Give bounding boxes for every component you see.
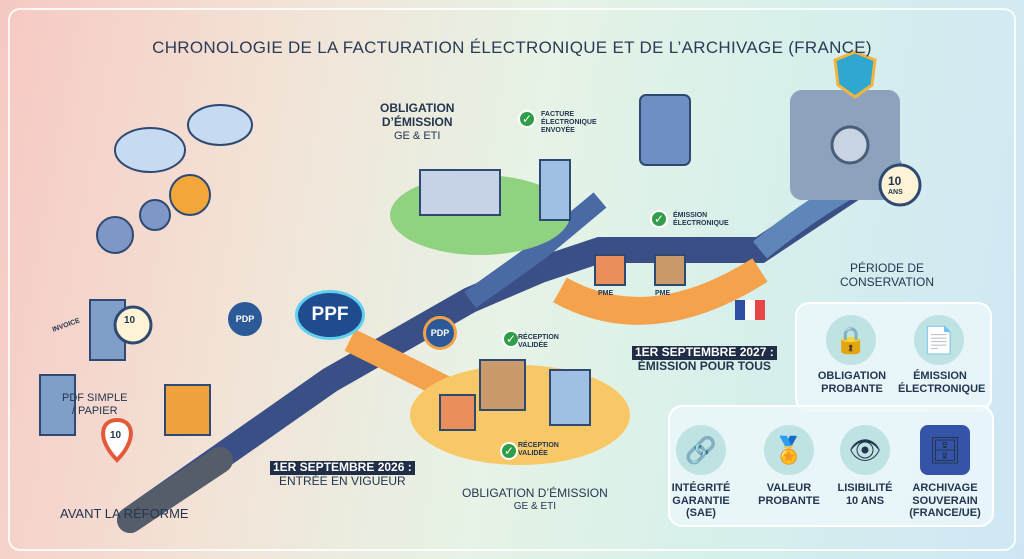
obligation-bottom-label: Obligation d’émissionGE & ETI [462, 486, 608, 512]
location-pin-icon [101, 417, 133, 463]
chain-lock-icon: 🔗 [676, 425, 726, 475]
document-check-icon: 📄 [914, 315, 964, 365]
eye-calendar-icon: 👁 [840, 425, 890, 475]
stopwatch-10-right: 10 [888, 174, 902, 188]
avant-reforme-label: Avant la réforme [60, 506, 189, 521]
pin-10: 10 [110, 430, 122, 441]
building-icon [479, 359, 526, 411]
gear-icon [139, 199, 171, 231]
date-2026-label: 1er septembre 2026 :Entrée en vigueur [270, 460, 415, 489]
pdf-papier-label: PDF simple/ papier [62, 392, 128, 417]
pme-label: PME [598, 290, 614, 297]
conservation-title: Période deconservation [840, 261, 935, 289]
building-icon [549, 369, 591, 426]
ppf-hub[interactable]: PPF [295, 290, 365, 340]
check-icon: ✓ [518, 110, 536, 128]
road-start [117, 447, 233, 533]
france-safe-icon: 🗄 [920, 425, 970, 475]
stopwatch-10: 10 [124, 315, 136, 326]
binders-icon [164, 384, 211, 436]
conservation-item: Intégritégarantie(SAE) [671, 482, 731, 520]
emission-electronique-label: Émissionélectronique [673, 212, 729, 228]
conservation-item: Obligationprobante [817, 370, 887, 395]
check-icon: ✓ [500, 442, 518, 460]
pdp-badge: PDP [423, 316, 457, 350]
building-icon [539, 159, 571, 221]
reception-validee-label: Réceptionvalidée [518, 334, 559, 350]
conservation-panel-top [795, 302, 992, 412]
award-ribbon-icon: 🏅 [764, 425, 814, 475]
conservation-item: Archivagesouverain(France/UE) [909, 482, 981, 520]
factory-icon [419, 169, 501, 216]
facture-envoyee-label: Factureélectroniqueenvoyée [541, 111, 597, 135]
pdp-badge: PDP [228, 302, 262, 336]
conservation-item: Émissionélectronique [898, 370, 986, 395]
date-2027-label: 1er septembre 2027 :Émission pour tous [632, 345, 777, 374]
shop-icon [594, 254, 626, 286]
road-branch-top [464, 192, 607, 309]
shop-icon [654, 254, 686, 286]
pme-label: PME [655, 290, 671, 297]
filing-cabinet-icon [39, 374, 76, 436]
reception-validee-label: Réceptionvalidée [518, 442, 559, 458]
lock-icon: 🔒 [826, 315, 876, 365]
cloud-icon [187, 104, 253, 146]
shop-icon [439, 394, 476, 431]
safe-dial-icon [830, 125, 870, 165]
stopwatch-icon [113, 305, 153, 345]
flag-france-icon [735, 300, 745, 320]
obligation-top-label: Obligationd’émissionGE & ETI [380, 101, 455, 142]
gear-icon [96, 216, 134, 254]
cloud-icon [114, 127, 186, 173]
stopwatch-ans-right: ans [888, 189, 903, 196]
road-orange [553, 258, 768, 325]
page-title: Chronologie de la facturation électroniq… [152, 38, 872, 57]
stopwatch-icon [878, 163, 922, 207]
check-icon: ✓ [650, 210, 668, 228]
server-icon [639, 94, 691, 166]
check-icon: ✓ [502, 330, 520, 348]
shield-icon [833, 50, 877, 99]
conservation-item: Valeurprobante [758, 482, 820, 507]
gear-icon [169, 174, 211, 216]
frame [8, 8, 1016, 551]
conservation-item: Lisibilité10 ans [837, 482, 893, 507]
